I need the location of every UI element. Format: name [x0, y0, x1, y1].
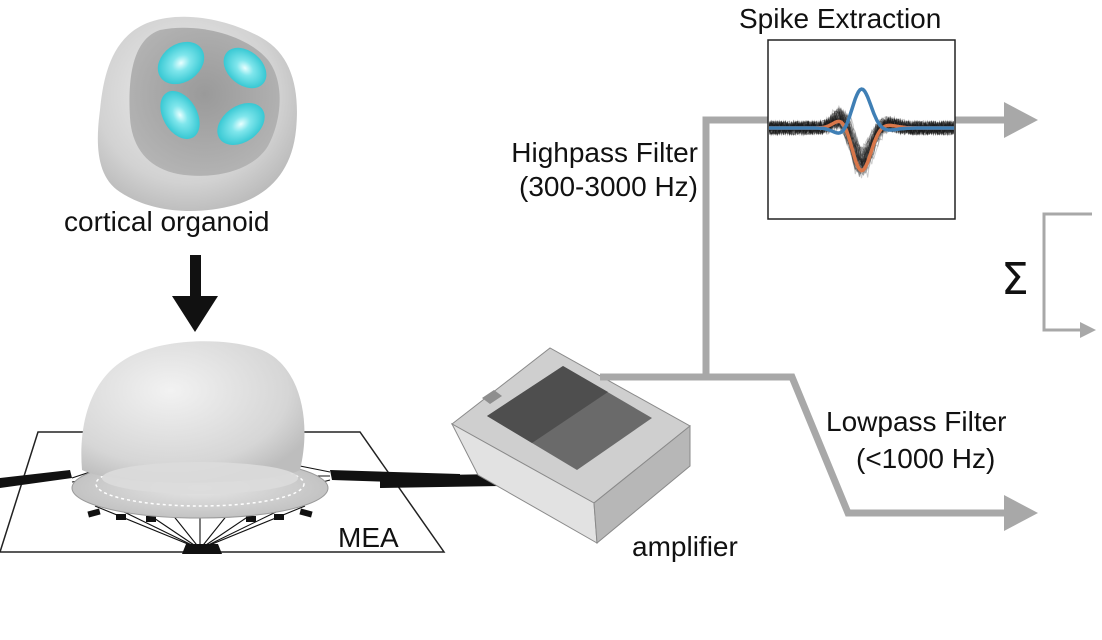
spike-trace: [769, 104, 954, 159]
spike-trace: [769, 117, 954, 163]
organoid-label: cortical organoid: [64, 206, 270, 237]
spike-trace: [769, 116, 954, 172]
spike-trace: [769, 108, 954, 161]
spike-trace: [769, 109, 954, 158]
spike-trace: [769, 111, 954, 174]
highpass-label-line2: (300-3000 Hz): [519, 171, 698, 202]
neural-rosette-bottom-right: [217, 103, 265, 145]
spike-trace: [769, 116, 954, 179]
amplifier-label: amplifier: [632, 531, 738, 562]
spike-trace: [769, 115, 954, 171]
lowpass-path: [706, 373, 1008, 517]
neural-rosette-bottom-left: [160, 90, 200, 140]
mea-lead-left: [0, 470, 72, 488]
mea-recording-disk-inner: [95, 461, 305, 507]
neural-rosette-top-right: [223, 47, 267, 89]
spike-trace: [769, 109, 954, 157]
organoid-dome-base: [102, 462, 298, 494]
spike-trace: [769, 114, 954, 174]
spike-trace: [769, 115, 954, 165]
spike-trace: [769, 110, 954, 172]
spike-trace: [769, 114, 954, 172]
spike-extraction-label: Spike Extraction: [739, 3, 942, 34]
spike-trace: [769, 111, 954, 173]
amplifier-indicator: [482, 390, 502, 404]
highpass-label-line1: Highpass Filter: [511, 137, 698, 168]
spike-output-arrowhead: [1004, 102, 1038, 138]
mea-label: MEA: [338, 522, 399, 553]
spike-trace: [769, 116, 954, 173]
lowpass-label-line2: (<1000 Hz): [856, 443, 996, 474]
spike-trace: [769, 109, 954, 164]
spike-trace: [769, 113, 954, 168]
spike-raw-traces: [769, 104, 954, 179]
mea-contact-pad: [182, 544, 222, 554]
lowpass-output-arrowhead: [1004, 495, 1038, 531]
spike-trace: [769, 110, 954, 160]
mean-waveform-blue: [769, 87, 954, 135]
spike-trace: [769, 108, 954, 162]
spike-trace: [769, 108, 954, 169]
spike-extraction-panel: [767, 39, 956, 220]
spike-trace: [769, 106, 954, 170]
highpass-path: [702, 116, 770, 377]
spike-trace: [769, 113, 954, 168]
sum-bracket-arrowhead: [1080, 322, 1096, 338]
spike-trace: [769, 110, 954, 166]
organoid-dome: [81, 341, 305, 483]
spike-trace: [769, 113, 954, 164]
amplifier-side: [593, 424, 691, 545]
mea-illustration: [0, 341, 460, 554]
organoid-core: [129, 27, 280, 176]
mea-electrode-bars: [87, 508, 313, 522]
spike-trace: [769, 115, 954, 164]
mea-amplifier-cable: [380, 474, 500, 488]
neural-rosette-top-left: [157, 41, 205, 85]
sum-bracket: [1042, 212, 1092, 332]
spike-trace: [769, 107, 954, 164]
signal-paths: [600, 116, 1008, 517]
amplifier-illustration: [450, 347, 691, 545]
cortical-organoid-illustration: [97, 16, 297, 212]
lowpass-label-line1: Lowpass Filter: [826, 406, 1007, 437]
arrow-down-icon: [172, 255, 218, 332]
spike-trace: [769, 115, 954, 163]
spike-trace: [769, 109, 954, 176]
spike-trace: [769, 107, 954, 154]
amplifier-screen-shade: [487, 366, 608, 443]
sigma-icon: Σ: [1001, 254, 1029, 305]
